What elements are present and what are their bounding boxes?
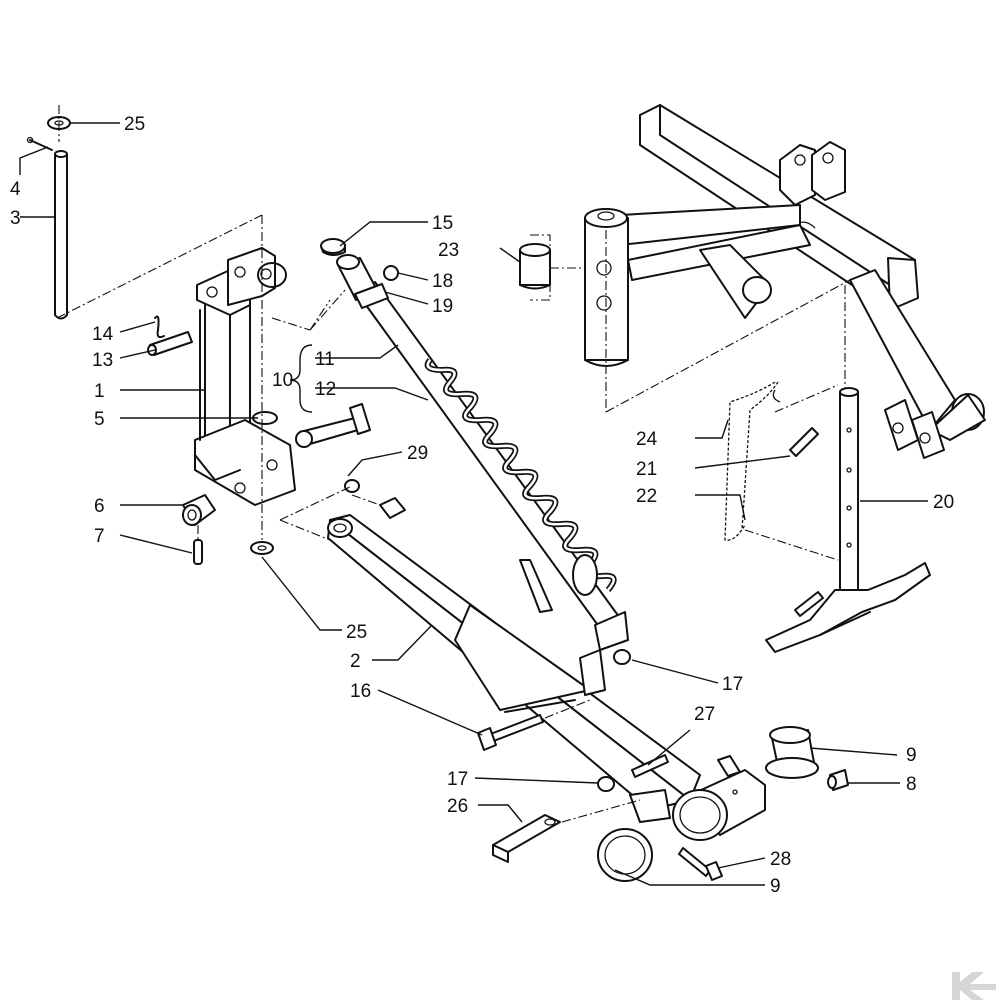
- callout-27: 27: [694, 704, 715, 725]
- callout-14: 14: [92, 324, 114, 345]
- callout-24: 24: [636, 429, 658, 450]
- part-18-grease-nipple: [383, 265, 399, 281]
- callout-16: 16: [350, 681, 371, 702]
- part-2-main-arm: [327, 497, 766, 841]
- part-9-bushing-right: [765, 726, 819, 779]
- callout-6: 6: [94, 496, 105, 517]
- callout-17-upper: 17: [722, 674, 743, 695]
- part-7-roll-pin: [193, 525, 203, 565]
- callout-13: 13: [92, 350, 113, 371]
- callout-9-upper: 9: [906, 745, 917, 766]
- callout-22: 22: [636, 486, 657, 507]
- callout-7: 7: [94, 526, 105, 547]
- part-23-bushing: [519, 234, 585, 301]
- callout-25-bottom: 25: [346, 622, 367, 643]
- callout-3: 3: [10, 208, 21, 229]
- part-12-coil-spring: [424, 358, 617, 592]
- part-17-nut-upper: [613, 649, 631, 665]
- callout-10: 10: [272, 370, 293, 391]
- part-5-l-pin: [295, 403, 371, 448]
- part-19-clamp-ring: [354, 283, 389, 309]
- strut-lower-bracket: [519, 554, 629, 651]
- callout-11: 11: [315, 349, 335, 370]
- callout-29: 29: [407, 443, 428, 464]
- callout-labels: 25 4 3 14 13 1 5 6 7 25 15 23 18 19 11 1…: [10, 114, 954, 897]
- part-17-nut-lower: [597, 776, 615, 792]
- callout-18: 18: [432, 271, 453, 292]
- part-3-long-pin: [54, 150, 68, 320]
- part-28-bolt: [678, 847, 723, 881]
- part-4-cotter-pin: [26, 136, 53, 151]
- callout-2: 2: [350, 651, 361, 672]
- part-16-bolt: [477, 699, 591, 751]
- callout-25-top: 25: [124, 114, 145, 135]
- part-15-rubber-cap: [320, 238, 346, 256]
- brand-k-arrow-icon: [952, 972, 996, 1000]
- part-21-roll-pin-lower: [794, 591, 824, 617]
- callout-21: 21: [636, 459, 657, 480]
- callout-1: 1: [94, 381, 105, 402]
- part-14-spring-clip: [154, 315, 165, 339]
- part-24-chain: [724, 381, 781, 541]
- part-6-collar: [182, 494, 216, 526]
- assembly-lines-frame: [605, 279, 851, 413]
- callout-12: 12: [315, 379, 336, 400]
- callout-19: 19: [432, 296, 453, 317]
- callout-17-lower: 17: [447, 769, 468, 790]
- part-25-washer-bottom: [250, 215, 274, 555]
- callout-5: 5: [94, 409, 105, 430]
- part-1-mast-bracket: [194, 247, 296, 506]
- main-frame: [584, 104, 986, 459]
- callout-28: 28: [770, 849, 791, 870]
- callout-4: 4: [10, 179, 21, 200]
- part-29-nut: [279, 479, 381, 541]
- callout-9-lower: 9: [770, 876, 781, 897]
- part-8-grease-nipple: [827, 769, 849, 791]
- assembly-lines-left: [56, 214, 346, 331]
- callout-23: 23: [438, 240, 459, 261]
- callout-26: 26: [447, 796, 468, 817]
- callout-8: 8: [906, 774, 917, 795]
- callout-20: 20: [933, 492, 954, 513]
- part-21-roll-pin: [789, 427, 819, 457]
- part-25-washer-top: [47, 105, 71, 142]
- part-9-bushing-left: [597, 828, 653, 882]
- part-20-skid-post: [765, 387, 931, 653]
- callout-15: 15: [432, 213, 453, 234]
- part-26-wear-block: [492, 799, 641, 863]
- leader-lines: [19, 122, 928, 886]
- assembly-lines-chain: [744, 384, 839, 561]
- part-13-short-pin: [147, 331, 193, 356]
